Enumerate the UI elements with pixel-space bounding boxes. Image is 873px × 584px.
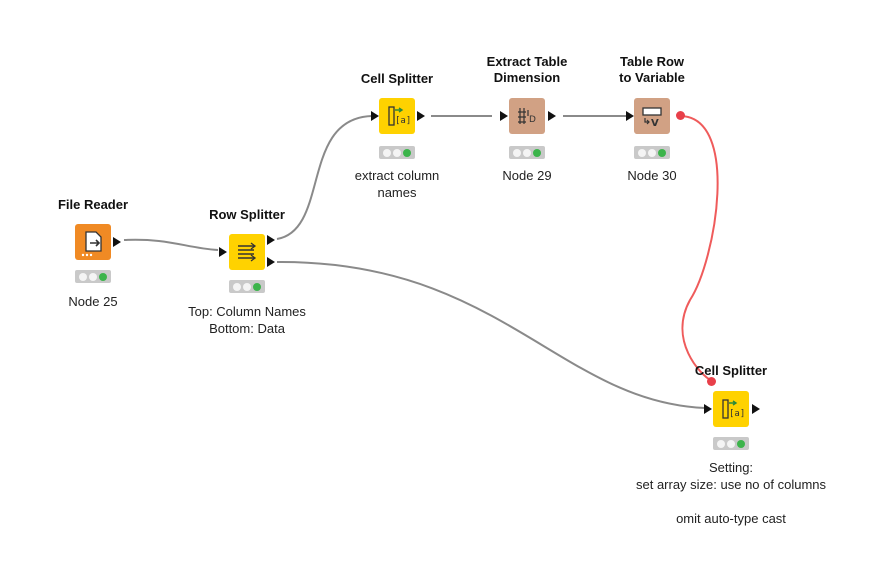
output-port-bottom[interactable] [267, 257, 275, 267]
status-light-green [737, 439, 745, 448]
svg-text:V: V [651, 118, 659, 129]
svg-text:[a]: [a] [395, 116, 411, 126]
status-light-red [638, 148, 646, 157]
status-light-green [403, 148, 411, 157]
status-light-green [533, 148, 541, 157]
status-light-yellow [523, 148, 531, 157]
cell-splitter-icon: [a] [388, 106, 411, 126]
node-label[interactable]: Node 25 [68, 294, 118, 309]
status-light-yellow [89, 272, 97, 281]
connection-file-reader-to-row-splitter[interactable] [123, 238, 219, 251]
status-light-green [99, 272, 107, 281]
row-splitter-icon [238, 242, 257, 262]
status-light-yellow [648, 148, 656, 157]
node-label[interactable]: extract column names [354, 168, 440, 200]
node-label[interactable]: Node 30 [627, 168, 677, 183]
node-title: Cell Splitter [694, 363, 768, 378]
file-reader-icon [81, 231, 102, 257]
input-port[interactable] [500, 111, 508, 121]
output-port[interactable] [417, 111, 425, 121]
status-light-green [253, 282, 261, 291]
status-light-yellow [243, 282, 251, 291]
cell-splitter-icon: [a] [722, 399, 745, 419]
input-port[interactable] [371, 111, 379, 121]
input-port[interactable] [626, 111, 634, 121]
status-lights [713, 437, 749, 450]
node-label[interactable]: Setting: set array size: use no of colum… [635, 460, 827, 526]
connection-variable-to-cell-splitter-2[interactable] [680, 115, 719, 382]
status-light-green [658, 148, 666, 157]
input-port[interactable] [219, 247, 227, 257]
node-icon-box[interactable]: [a] [713, 391, 749, 427]
node-icon-box[interactable] [229, 234, 265, 270]
status-light-red [513, 148, 521, 157]
node-title: Cell Splitter [360, 71, 434, 86]
node-icon-box[interactable] [75, 224, 111, 260]
status-light-red [79, 272, 87, 281]
connection-row-splitter-to-cell-splitter[interactable] [276, 115, 373, 240]
status-light-red [233, 282, 241, 291]
status-lights [634, 146, 670, 159]
status-light-red [717, 439, 725, 448]
status-light-yellow [727, 439, 735, 448]
svg-text:[a]: [a] [729, 409, 745, 419]
node-label[interactable]: Node 29 [502, 168, 552, 183]
status-lights [229, 280, 265, 293]
output-port[interactable] [113, 237, 121, 247]
node-title: Row Splitter [209, 207, 285, 222]
output-port[interactable] [752, 404, 760, 414]
node-title: File Reader [57, 197, 129, 212]
node-icon-box[interactable]: [a] [379, 98, 415, 134]
output-port-top[interactable] [267, 235, 275, 245]
svg-text:D: D [529, 115, 536, 125]
status-lights [75, 270, 111, 283]
node-icon-box[interactable]: D [509, 98, 545, 134]
variable-input-port[interactable] [707, 377, 716, 386]
status-lights [379, 146, 415, 159]
row-to-variable-icon: V [642, 107, 662, 129]
status-lights [509, 146, 545, 159]
status-light-red [383, 148, 391, 157]
extract-dimension-icon: D [518, 108, 536, 125]
connection-row-splitter-to-cell-splitter-2[interactable] [276, 260, 706, 409]
node-icon-box[interactable]: V [634, 98, 670, 134]
node-title: Table Row to Variable [619, 54, 685, 85]
status-light-yellow [393, 148, 401, 157]
input-port[interactable] [704, 404, 712, 414]
variable-output-port[interactable] [676, 111, 685, 120]
node-label[interactable]: Top: Column Names Bottom: Data [188, 304, 306, 336]
output-port[interactable] [548, 111, 556, 121]
node-title: Extract Table Dimension [486, 54, 568, 85]
